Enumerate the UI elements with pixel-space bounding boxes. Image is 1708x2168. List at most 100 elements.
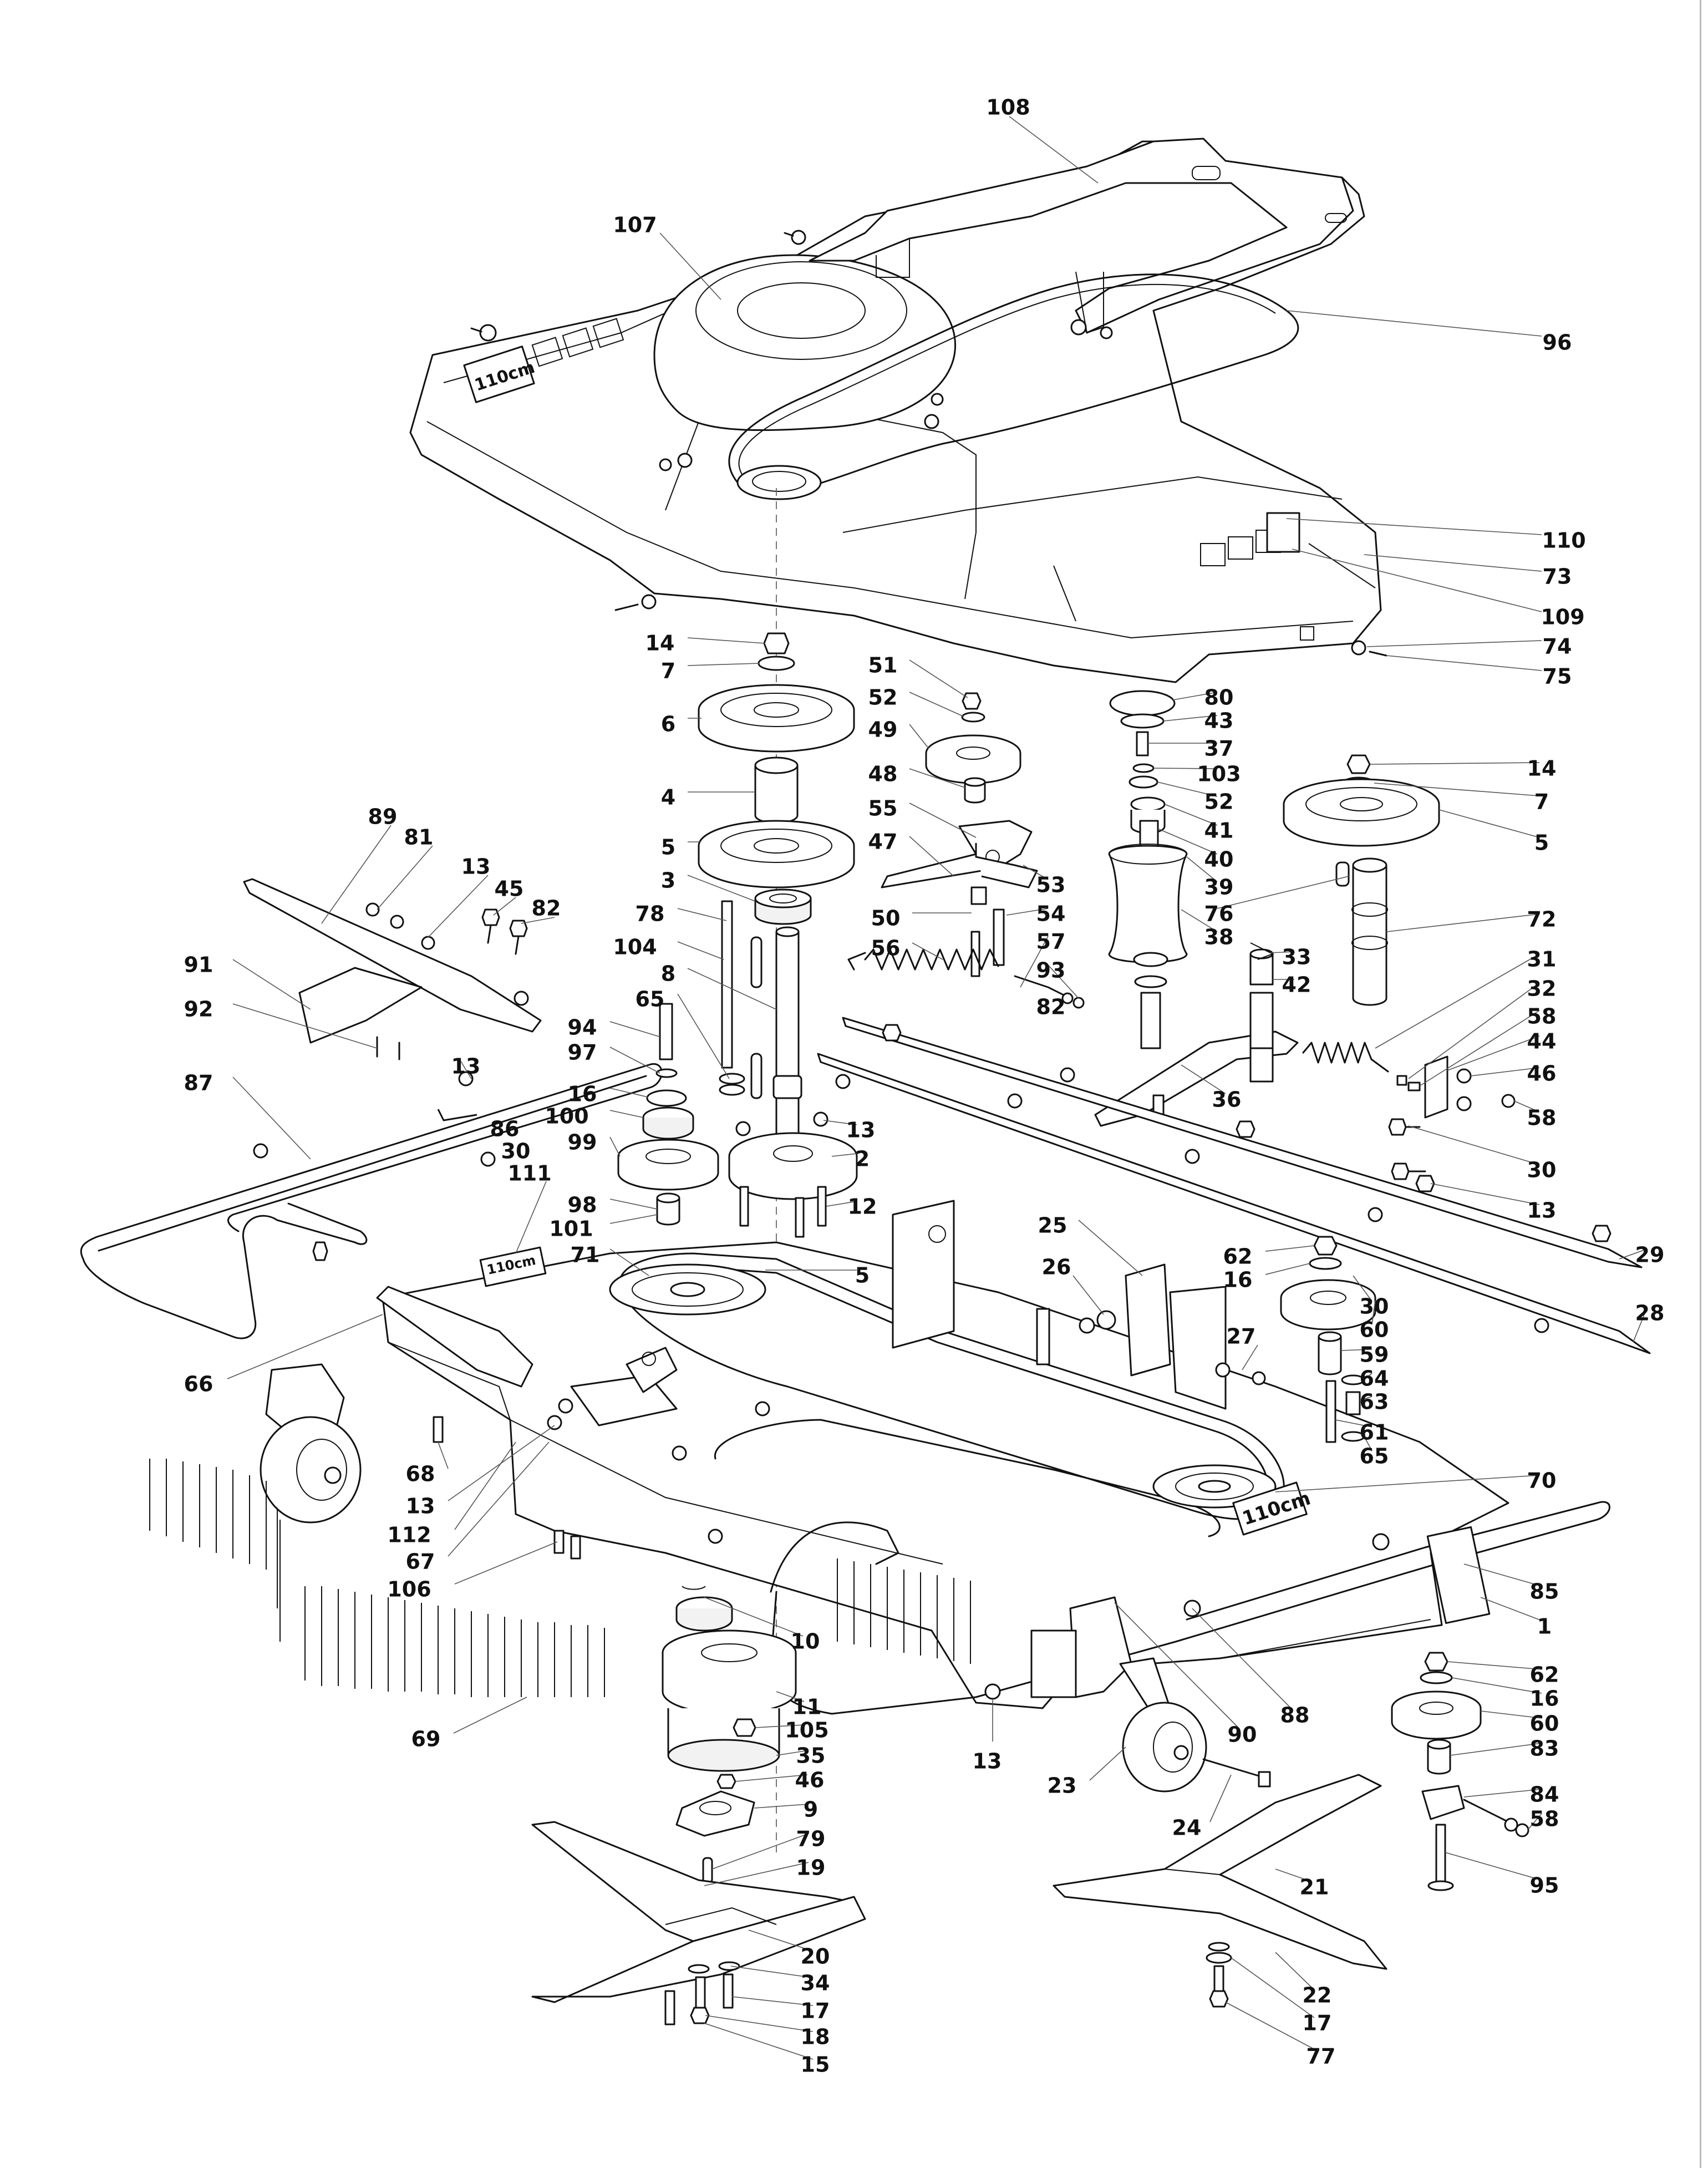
part-label-p38: 38	[1204, 925, 1234, 950]
part-label-p2: 2	[855, 1147, 870, 1171]
part-label-p104: 104	[613, 935, 657, 959]
part-label-p91: 91	[184, 953, 214, 977]
part-label-p15: 15	[801, 2053, 830, 2077]
part-label-p39: 39	[1204, 875, 1234, 900]
part-label-p13b: 13	[461, 855, 491, 879]
part-label-p71: 71	[571, 1243, 600, 1267]
part-label-p18: 18	[801, 2025, 830, 2049]
part-label-p29: 29	[1635, 1243, 1665, 1267]
part-label-p54: 54	[1036, 902, 1066, 926]
part-label-p47: 47	[868, 830, 898, 854]
part-label-p8: 8	[661, 962, 675, 986]
part-label-p96: 96	[1543, 331, 1572, 355]
part-label-p59: 59	[1360, 1343, 1389, 1367]
part-label-p97: 97	[568, 1040, 597, 1065]
part-label-p7b: 7	[1534, 790, 1549, 814]
leader-lines	[227, 116, 1648, 2060]
part-label-p6: 6	[661, 712, 675, 737]
part-label-p4: 4	[661, 785, 675, 810]
part-label-p111: 111	[507, 1161, 551, 1186]
part-label-p58c: 58	[1530, 1807, 1559, 1831]
part-label-p43: 43	[1204, 709, 1234, 733]
part-label-p83: 83	[1530, 1737, 1559, 1761]
part-label-p9: 9	[804, 1798, 818, 1822]
part-label-p68: 68	[406, 1462, 435, 1486]
part-label-p24: 24	[1172, 1816, 1202, 1840]
part-label-p63: 63	[1360, 1390, 1389, 1414]
part-label-p33: 33	[1282, 945, 1312, 969]
part-label-p16c: 16	[1530, 1687, 1559, 1711]
part-label-p89: 89	[368, 805, 398, 829]
part-label-p31: 31	[1527, 947, 1557, 972]
part-label-p45: 45	[495, 877, 524, 901]
part-label-p35: 35	[796, 1744, 826, 1768]
part-label-p37: 37	[1204, 737, 1234, 761]
idler-arm-assembly	[847, 692, 1085, 1083]
part-label-p60a: 60	[1360, 1318, 1389, 1342]
part-number-labels: 1081079611073109747514764537810486551524…	[184, 95, 1665, 2077]
center-spindle-stack	[698, 488, 858, 1852]
left-bearing-stack	[617, 1003, 719, 1226]
part-label-p77: 77	[1307, 2044, 1336, 2069]
part-label-p32: 32	[1527, 977, 1557, 1001]
part-label-p30a: 30	[1527, 1158, 1557, 1182]
part-label-p85: 85	[1530, 1580, 1559, 1604]
part-label-p65a: 65	[636, 987, 665, 1012]
mower-deck-shell	[149, 1200, 1610, 1793]
part-label-p105: 105	[785, 1718, 828, 1743]
lower-spindle-assembly	[531, 1586, 866, 2025]
part-label-p53: 53	[1036, 873, 1066, 897]
part-label-p30b: 30	[501, 1139, 531, 1164]
part-label-p25: 25	[1038, 1214, 1068, 1238]
part-label-p14a: 14	[645, 631, 675, 656]
part-label-p72: 72	[1527, 907, 1557, 932]
part-label-p101: 101	[549, 1217, 593, 1241]
part-label-p87: 87	[184, 1071, 214, 1095]
part-label-p26: 26	[1042, 1255, 1071, 1280]
part-label-p100: 100	[545, 1104, 588, 1129]
part-label-p106: 106	[387, 1577, 431, 1602]
part-label-p108: 108	[986, 95, 1030, 120]
part-label-p50: 50	[871, 906, 901, 931]
part-label-p95: 95	[1530, 1873, 1559, 1898]
part-label-p19: 19	[796, 1856, 826, 1880]
part-label-p82b: 82	[532, 896, 561, 921]
part-label-p99: 99	[568, 1130, 597, 1155]
part-label-p42: 42	[1282, 973, 1312, 997]
part-label-p52b: 52	[1204, 790, 1234, 814]
part-label-p13d: 13	[846, 1118, 876, 1143]
part-label-p80: 80	[1204, 686, 1234, 710]
part-label-p12: 12	[848, 1195, 877, 1219]
part-label-p30c: 30	[1360, 1294, 1389, 1319]
right-spindle-assembly	[1283, 754, 1440, 1006]
part-label-p64: 64	[1360, 1367, 1389, 1391]
part-label-p5a: 5	[661, 835, 675, 860]
part-label-p16a: 16	[568, 1082, 597, 1106]
part-label-p70: 70	[1527, 1469, 1557, 1493]
part-label-p84: 84	[1530, 1783, 1559, 1807]
part-label-p34: 34	[801, 1971, 830, 1996]
part-label-p5c: 5	[855, 1263, 870, 1288]
part-label-p41: 41	[1204, 819, 1234, 843]
part-label-p60b: 60	[1530, 1712, 1559, 1736]
part-label-p17a: 17	[801, 1999, 830, 2023]
part-label-p7a: 7	[661, 659, 675, 683]
part-label-p48: 48	[868, 762, 898, 786]
lower-right-assembly	[1053, 1652, 1529, 2008]
part-label-p49: 49	[868, 718, 898, 742]
part-label-p52a: 52	[868, 686, 898, 710]
part-label-p107: 107	[613, 213, 657, 237]
part-label-p13c: 13	[451, 1054, 481, 1079]
part-label-p66: 66	[184, 1372, 214, 1397]
part-label-p10: 10	[791, 1629, 820, 1654]
part-label-p40: 40	[1204, 847, 1234, 872]
part-label-p51: 51	[868, 653, 898, 678]
part-label-p46b: 46	[795, 1768, 825, 1793]
part-label-p46a: 46	[1527, 1062, 1557, 1086]
part-label-p23: 23	[1048, 1774, 1077, 1798]
part-label-p76: 76	[1204, 902, 1234, 926]
part-label-p82a: 82	[1036, 995, 1066, 1019]
part-label-p65b: 65	[1360, 1444, 1389, 1469]
part-label-p73: 73	[1543, 565, 1572, 589]
